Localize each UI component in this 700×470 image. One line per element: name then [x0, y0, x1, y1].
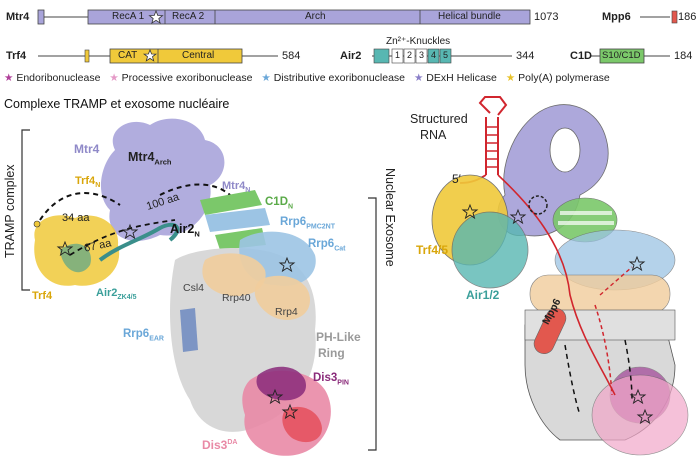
domain-cat: CAT: [118, 50, 138, 61]
mtr4-n-stub: [37, 9, 45, 25]
legend-distributive: ★ Distributive exoribonuclease: [261, 72, 406, 84]
trf4-domain-bar: [109, 48, 243, 64]
five-prime-label: 5′: [452, 172, 461, 186]
domain-reca1: RecA 1: [112, 11, 145, 22]
helicase-star-icon: [148, 9, 164, 24]
mtr4-label: Mtr4: [74, 142, 100, 156]
mtr4-domain-bar: [87, 9, 531, 25]
section-title: Complexe TRAMP et exosome nucléaire: [4, 97, 230, 111]
rrp4-label: Rrp4: [275, 306, 298, 318]
domain-bars: [37, 9, 678, 64]
structured-rna-label-1: Structured: [410, 112, 468, 126]
air12-label: Air1/2: [466, 288, 500, 302]
air2-name: Air2: [340, 50, 362, 62]
tramp-complex-label: TRAMP complex: [3, 164, 17, 258]
domain-s10-c1d: S10/C1D: [602, 50, 641, 61]
dis3-pin-label: Dis3PIN: [313, 372, 349, 387]
c1d-length: 184: [674, 50, 693, 62]
domain-helical-bundle: Helical bundle: [438, 11, 501, 22]
mtr4-arch-label: Mtr4Arch: [128, 150, 172, 167]
schematic-rrp6-star-icon: [628, 255, 646, 272]
knuckle-1: 1: [395, 50, 401, 60]
endo-star-icon: ★: [4, 72, 14, 84]
trf4-name: Trf4: [6, 50, 27, 62]
structured-rna-label-2: RNA: [420, 128, 447, 142]
trf4-label: Trf4: [32, 290, 53, 302]
domain-reca2: RecA 2: [172, 11, 205, 22]
distributive-star-icon: ★: [261, 72, 271, 84]
air2-length: 344: [516, 50, 535, 62]
rrp6-cat-label: Rrp6Cat: [308, 238, 346, 253]
polya-legend-star-icon: ★: [505, 72, 516, 84]
knuckle-3: 3: [419, 50, 425, 60]
dexh-star-icon: ★: [413, 72, 424, 84]
ph-like-ring-label-2: Ring: [318, 346, 345, 360]
domain-arch: Arch: [305, 11, 326, 22]
mtr4-name: Mtr4: [6, 11, 30, 23]
aa34-label: 34 aa: [62, 212, 90, 224]
knuckle-2: 2: [407, 50, 413, 60]
trf4-star-icon: [56, 240, 74, 257]
nuclear-exosome-label: Nuclear Exosome: [383, 168, 397, 267]
rrp6-pmc2nt-label: Rrp6PMC2NT: [280, 216, 335, 231]
mtr4-length: 1073: [534, 11, 559, 23]
legend: ★ Endoribonuclease ★ Processive exoribon…: [4, 72, 616, 84]
rrp40-label: Rrp40: [222, 292, 251, 304]
schematic-trf4-star-icon: [461, 203, 479, 220]
mtr4-star-icon: [121, 223, 139, 240]
structure-illustration: [21, 118, 377, 456]
trf4-length: 584: [282, 50, 301, 62]
knuckle-5: 5: [443, 50, 449, 60]
knuckle-4: 4: [431, 50, 437, 60]
mpp6-length: 186: [678, 11, 697, 23]
dis3-da-label: Dis3DA: [202, 438, 238, 452]
legend-endoribonuclease: ★ Endoribonuclease: [4, 72, 101, 84]
schematic-dis3-pin-star-icon: [629, 388, 647, 405]
air2-zk-label: Air2ZK4/5: [96, 287, 137, 302]
trf45-label: Trf4/5: [416, 243, 449, 257]
mpp6-name: Mpp6: [602, 11, 631, 23]
c1d-n-label: C1DN: [265, 196, 294, 211]
zn-knuckles-title: Zn²⁺-Knuckles: [386, 36, 451, 47]
csl4-label: Csl4: [183, 282, 205, 294]
dis3-star-icon: [281, 403, 299, 420]
dis3-pin-star-icon: [266, 388, 284, 405]
legend-dexh: ★ DExH Helicase: [413, 72, 497, 84]
rrp6-ear-label: Rrp6EAR: [123, 328, 164, 343]
air2-n-label: Air2N: [170, 222, 200, 239]
trf4-n-label: Trf4N: [75, 175, 101, 190]
rrp6-star-icon: [278, 256, 296, 273]
legend-processive: ★ Processive exoribonuclease: [109, 72, 253, 84]
c1d-name: C1D: [570, 50, 593, 62]
mtr4-n-label: Mtr4N: [222, 180, 251, 195]
schematic: [431, 96, 689, 456]
processive-star-icon: ★: [109, 72, 119, 84]
schematic-dis3-star-icon: [636, 408, 654, 425]
ph-like-ring-label-1: PH-Like: [316, 330, 361, 344]
legend-polya: ★ Poly(A) polymerase: [505, 72, 610, 84]
polya-star-icon: [142, 48, 158, 62]
schematic-mtr4-star-icon: [509, 208, 527, 225]
domain-central: Central: [182, 50, 215, 61]
